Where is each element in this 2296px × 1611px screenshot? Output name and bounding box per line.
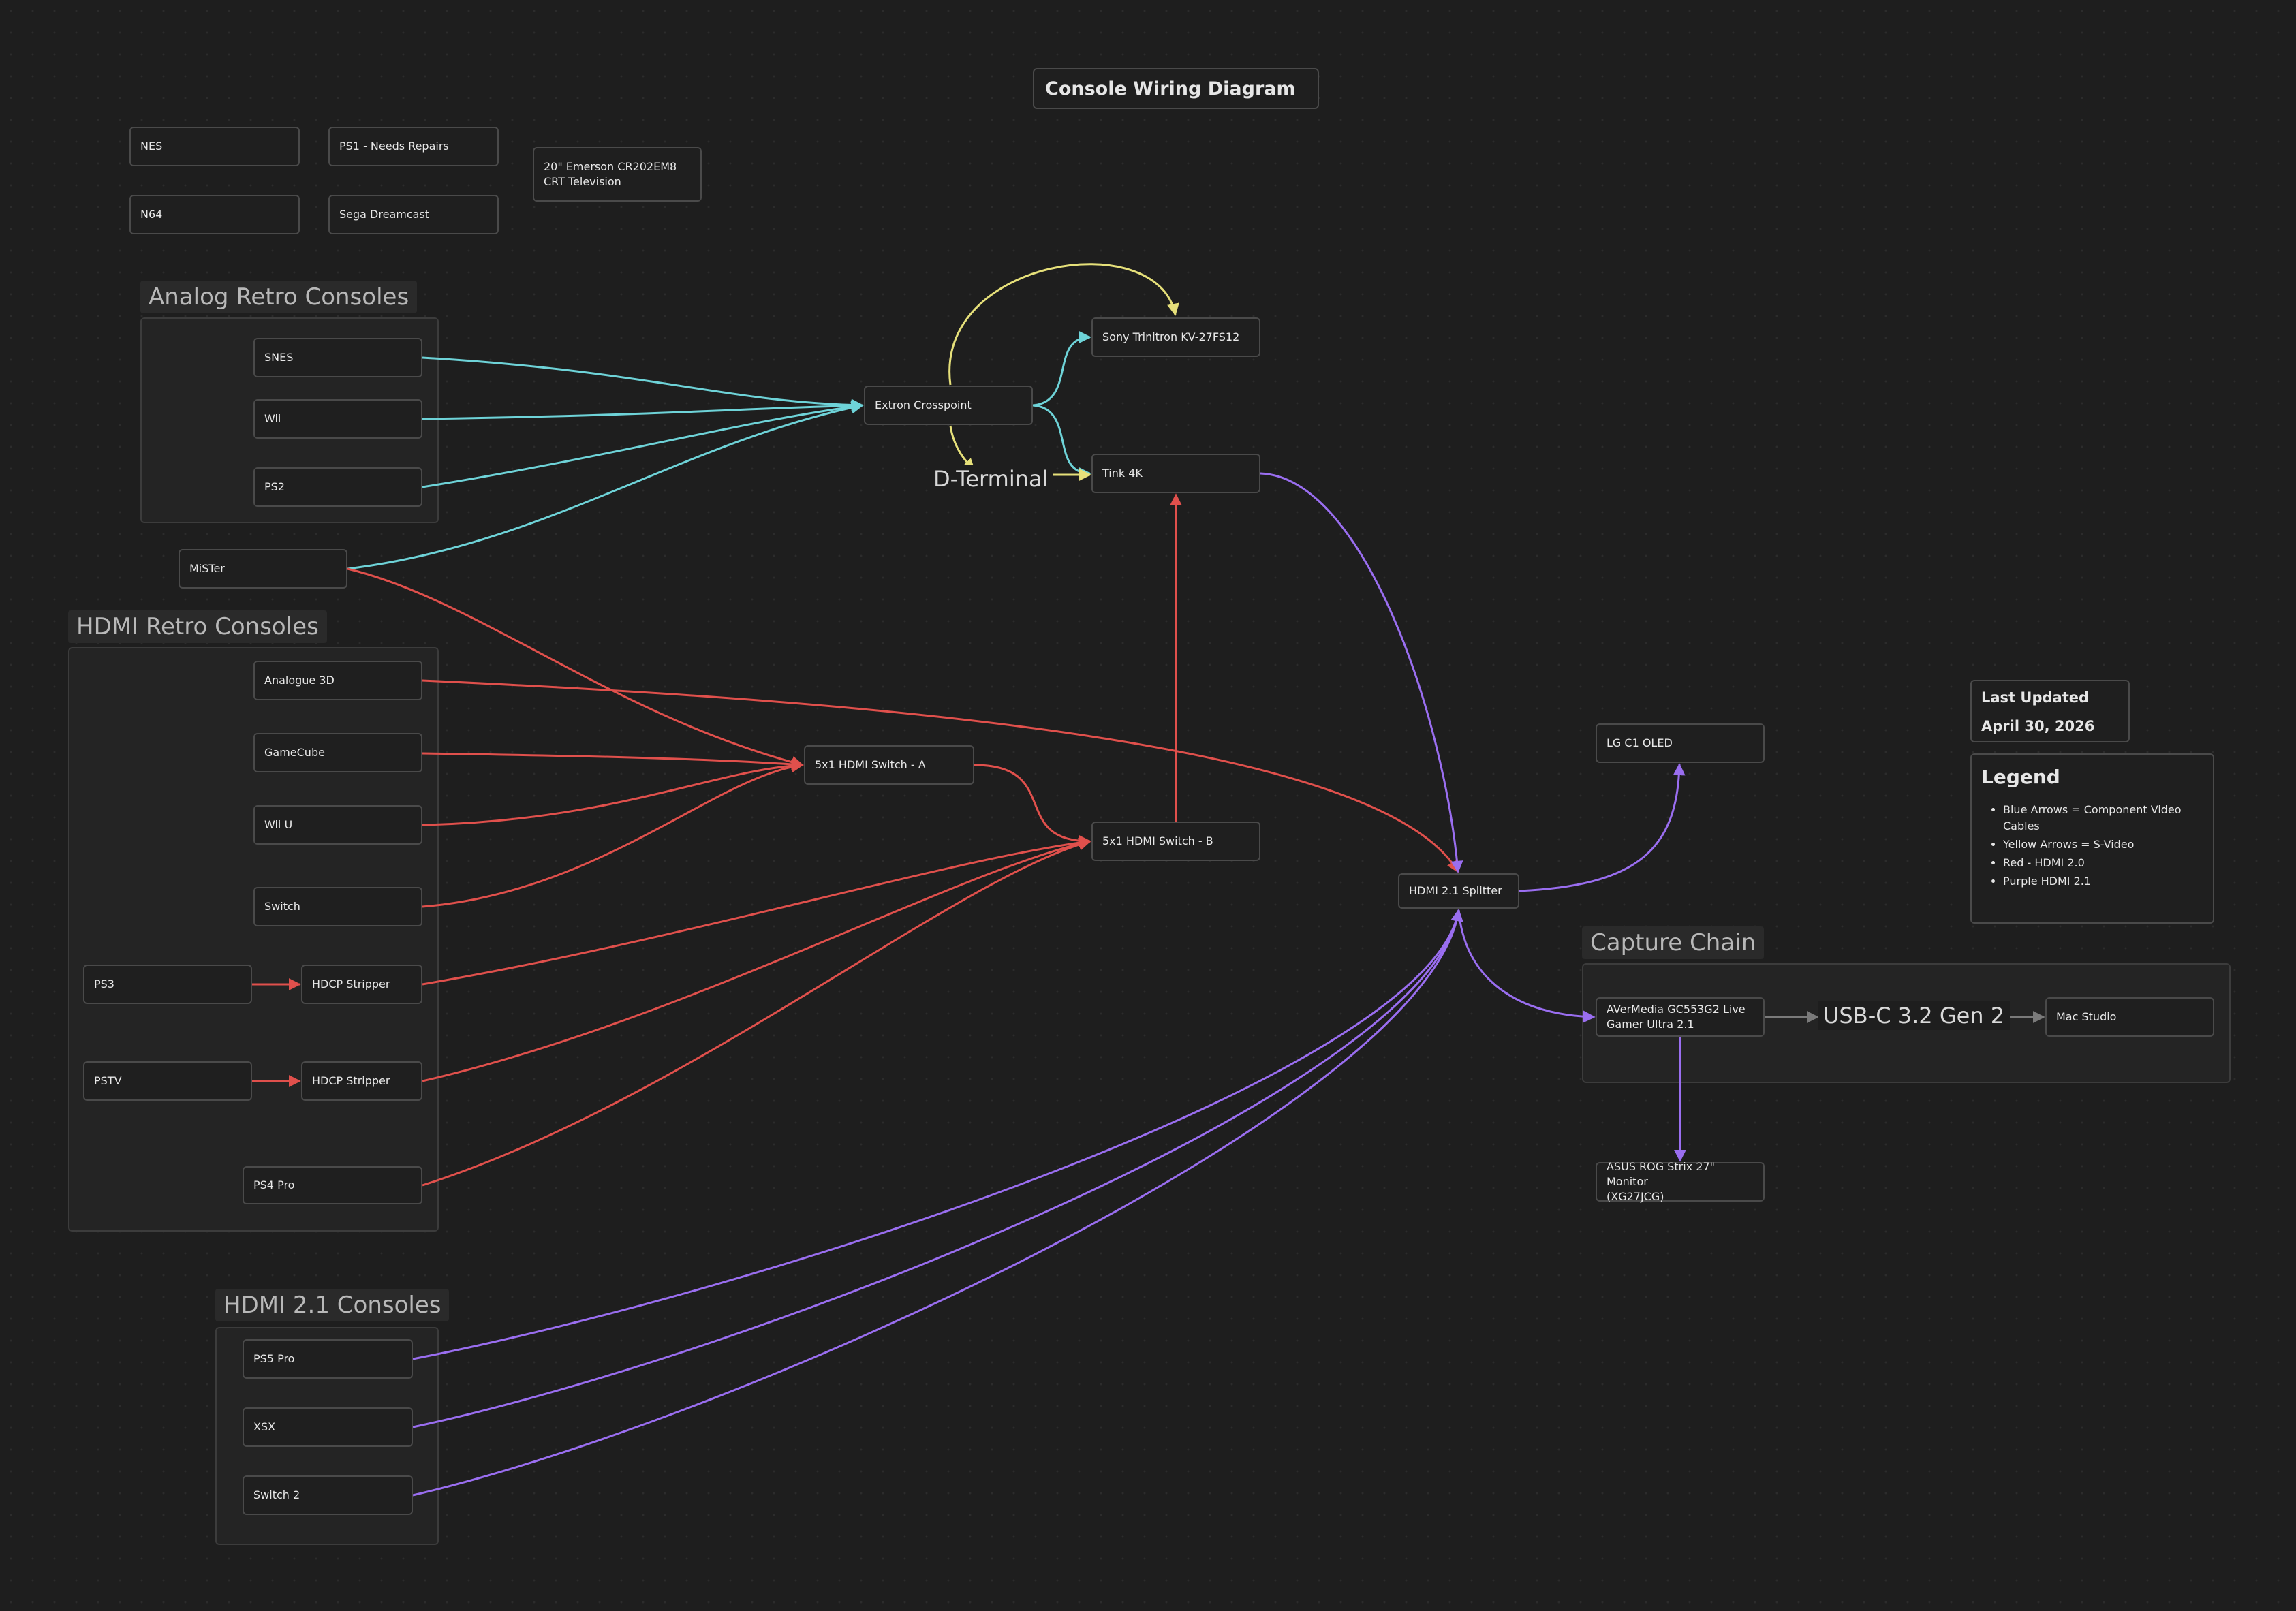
node-avermedia[interactable]: AVerMedia GC553G2 Live Gamer Ultra 2.1 — [1596, 997, 1765, 1037]
wire-wiiu-switch-a — [422, 759, 804, 826]
legend-item-yellow: Yellow Arrows = S-Video — [2003, 836, 2213, 853]
node-tink-4k[interactable]: Tink 4K — [1091, 454, 1260, 493]
edge-label-usb-c: USB-C 3.2 Gen 2 — [1818, 1001, 2011, 1030]
wire-ps2-extron — [422, 401, 864, 488]
wire-analogue3d-splitter — [422, 679, 1459, 873]
wire-wii-extron — [422, 399, 864, 420]
node-hdmi-switch-a[interactable]: 5x1 HDMI Switch - A — [804, 745, 974, 785]
legend-item-purple: Purple HDMI 2.1 — [2003, 873, 2213, 890]
node-extron-crosspoint[interactable]: Extron Crosspoint — [864, 386, 1033, 425]
node-ps3[interactable]: PS3 — [83, 965, 252, 1004]
wire-splitter-lg — [1519, 763, 1686, 892]
last-updated-box: Last Updated April 30, 2026 — [1970, 680, 2130, 742]
node-wii-u[interactable]: Wii U — [253, 805, 422, 845]
wire-tink-splitter — [1260, 472, 1463, 873]
wire-switch-switch-a — [422, 760, 804, 908]
node-dreamcast[interactable]: Sega Dreamcast — [328, 195, 499, 234]
node-mac-studio[interactable]: Mac Studio — [2045, 997, 2214, 1037]
node-ps5-pro[interactable]: PS5 Pro — [243, 1339, 413, 1379]
edge-label-d-terminal: D-Terminal — [928, 465, 1054, 493]
wire-hdcp2-switch-b — [422, 837, 1091, 1082]
wire-yellow-sony — [948, 263, 1179, 386]
group-hdmi21-title: HDMI 2.1 Consoles — [215, 1289, 450, 1321]
node-hdcp-stripper-2[interactable]: HDCP Stripper — [301, 1061, 422, 1101]
wire-extron-sony — [1032, 331, 1091, 407]
group-capture-title: Capture Chain — [1582, 926, 1765, 959]
wire-yellow-stub — [949, 425, 976, 471]
node-snes[interactable]: SNES — [253, 338, 422, 377]
wire-switch-a-switch-b — [974, 764, 1091, 847]
node-switch-2[interactable]: Switch 2 — [243, 1475, 413, 1515]
wire-extron-tink — [1032, 404, 1091, 480]
node-gamecube[interactable]: GameCube — [253, 733, 422, 772]
node-ps1[interactable]: PS1 - Needs Repairs — [328, 127, 499, 166]
group-hdmi-retro-title: HDMI Retro Consoles — [68, 610, 327, 643]
legend-box: Legend Blue Arrows = Component Video Cab… — [1970, 753, 2214, 924]
node-pstv[interactable]: PSTV — [83, 1061, 252, 1101]
last-updated-date: April 30, 2026 — [1981, 718, 2095, 734]
node-hdcp-stripper-1[interactable]: HDCP Stripper — [301, 965, 422, 1004]
legend-title: Legend — [1981, 766, 2060, 788]
node-n64[interactable]: N64 — [129, 195, 300, 234]
node-hdmi-switch-b[interactable]: 5x1 HDMI Switch - B — [1091, 822, 1260, 861]
group-analog-title: Analog Retro Consoles — [140, 281, 418, 313]
node-ps4-pro[interactable]: PS4 Pro — [243, 1166, 422, 1204]
wire-ps5pro-splitter — [412, 909, 1463, 1360]
wire-mister-extron — [347, 401, 864, 570]
node-mister[interactable]: MiSTer — [179, 549, 347, 589]
wire-switch2-splitter — [412, 909, 1463, 1497]
legend-item-red: Red - HDMI 2.0 — [2003, 855, 2213, 871]
wire-gamecube-switch-a — [422, 752, 804, 770]
node-xsx[interactable]: XSX — [243, 1407, 413, 1447]
wire-splitter-avermedia — [1457, 909, 1596, 1023]
node-hdmi-splitter[interactable]: HDMI 2.1 Splitter — [1398, 873, 1519, 909]
node-lg-c1-oled[interactable]: LG C1 OLED — [1596, 723, 1765, 763]
wire-mister-switch-a — [347, 567, 804, 768]
legend-item-blue: Blue Arrows = Component Video Cables — [2003, 802, 2213, 834]
node-ps2[interactable]: PS2 — [253, 467, 422, 507]
wire-ps4pro-switch-b — [422, 838, 1091, 1187]
diagram-title: Console Wiring Diagram — [1033, 68, 1319, 109]
last-updated-label: Last Updated — [1981, 689, 2090, 706]
node-switch[interactable]: Switch — [253, 887, 422, 926]
node-sony-trinitron[interactable]: Sony Trinitron KV-27FS12 — [1091, 317, 1260, 357]
node-asus-monitor[interactable]: ASUS ROG Strix 27" Monitor (XG27JCG) — [1596, 1160, 1765, 1203]
wire-xsx-splitter — [412, 909, 1463, 1428]
node-emerson-crt[interactable]: 20" Emerson CR202EM8 CRT Television — [533, 147, 702, 202]
wire-snes-extron — [422, 356, 864, 411]
wire-hdcp1-switch-b — [422, 836, 1091, 986]
legend-list: Blue Arrows = Component Video Cables Yel… — [1972, 802, 2213, 890]
node-analogue-3d[interactable]: Analogue 3D — [253, 661, 422, 700]
node-nes[interactable]: NES — [129, 127, 300, 166]
node-wii[interactable]: Wii — [253, 399, 422, 439]
